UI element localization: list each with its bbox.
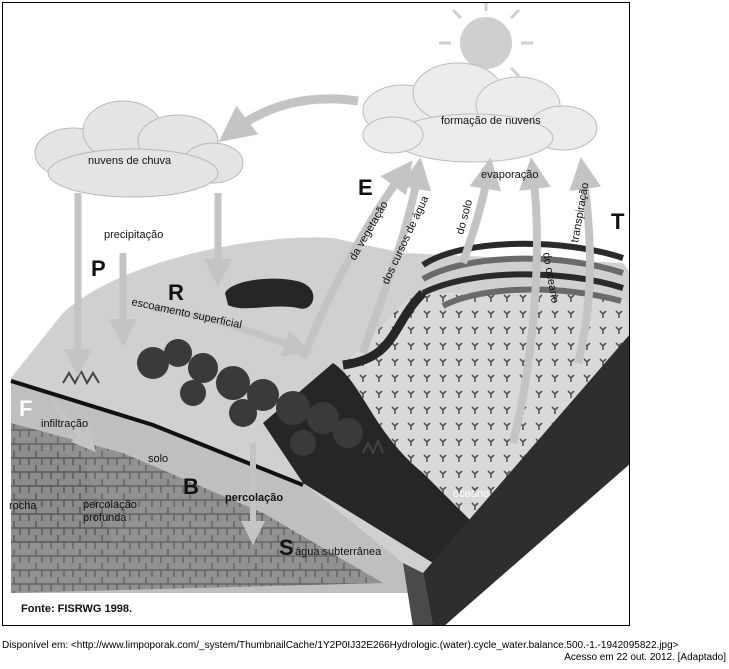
label-percolacao-profunda-1: percolação bbox=[83, 499, 137, 511]
label-agua-subterranea: água subterrânea bbox=[295, 546, 382, 558]
label-solo: solo bbox=[148, 453, 168, 465]
label-fonte: Fonte: FISRWG 1998. bbox=[21, 603, 132, 615]
letter-T: T bbox=[611, 209, 625, 234]
runoff-arrow bbox=[152, 304, 312, 357]
trees-icon bbox=[137, 339, 363, 456]
river bbox=[342, 289, 427, 370]
label-percolacao-profunda-2: profunda bbox=[83, 512, 127, 524]
striped-hills bbox=[421, 240, 624, 309]
precipitation-arrows bbox=[64, 193, 232, 377]
rock-layer bbox=[11, 423, 383, 593]
caption-line-2: Acesso em 22 out. 2012. [Adaptado] bbox=[564, 652, 726, 663]
label-precipitacao: precipitação bbox=[104, 229, 163, 241]
rock-layer-left bbox=[11, 443, 113, 543]
letter-F: F bbox=[19, 396, 32, 421]
infiltration-arrows bbox=[50, 401, 265, 545]
letter-B: B bbox=[183, 474, 199, 499]
label-formacao-nuvens: formação de nuvens bbox=[441, 115, 541, 127]
formation-cloud-icon bbox=[362, 62, 598, 163]
label-nuvens-chuva: nuvens de chuva bbox=[88, 155, 172, 167]
caption-line-1: Disponível em: <http://www.limpoporak.co… bbox=[2, 640, 679, 651]
diagram-frame: formação de nuvens nuvens de chuva preci… bbox=[2, 2, 630, 626]
label-rocha: rocha bbox=[9, 500, 37, 512]
letter-P: P bbox=[91, 256, 106, 281]
rain-cloud-icon bbox=[34, 100, 244, 198]
letter-E: E bbox=[358, 175, 373, 200]
label-percolacao: percolação bbox=[225, 492, 283, 504]
lake bbox=[225, 278, 314, 309]
label-oceano: oceano bbox=[453, 488, 489, 500]
letter-R: R bbox=[168, 280, 184, 305]
source-caption: Disponível em: <http://www.limpoporak.co… bbox=[2, 640, 726, 664]
letter-S: S bbox=[279, 535, 294, 560]
label-infiltracao: infiltração bbox=[41, 418, 88, 430]
cloud-transport-arrow bbox=[218, 94, 359, 142]
label-evaporacao: evaporação bbox=[481, 169, 539, 181]
hydrologic-cycle-diagram: formação de nuvens nuvens de chuva preci… bbox=[3, 3, 629, 625]
evaporation-arrows bbox=[299, 157, 602, 444]
block-edge bbox=[403, 563, 433, 625]
ocean-side bbox=[423, 335, 629, 625]
